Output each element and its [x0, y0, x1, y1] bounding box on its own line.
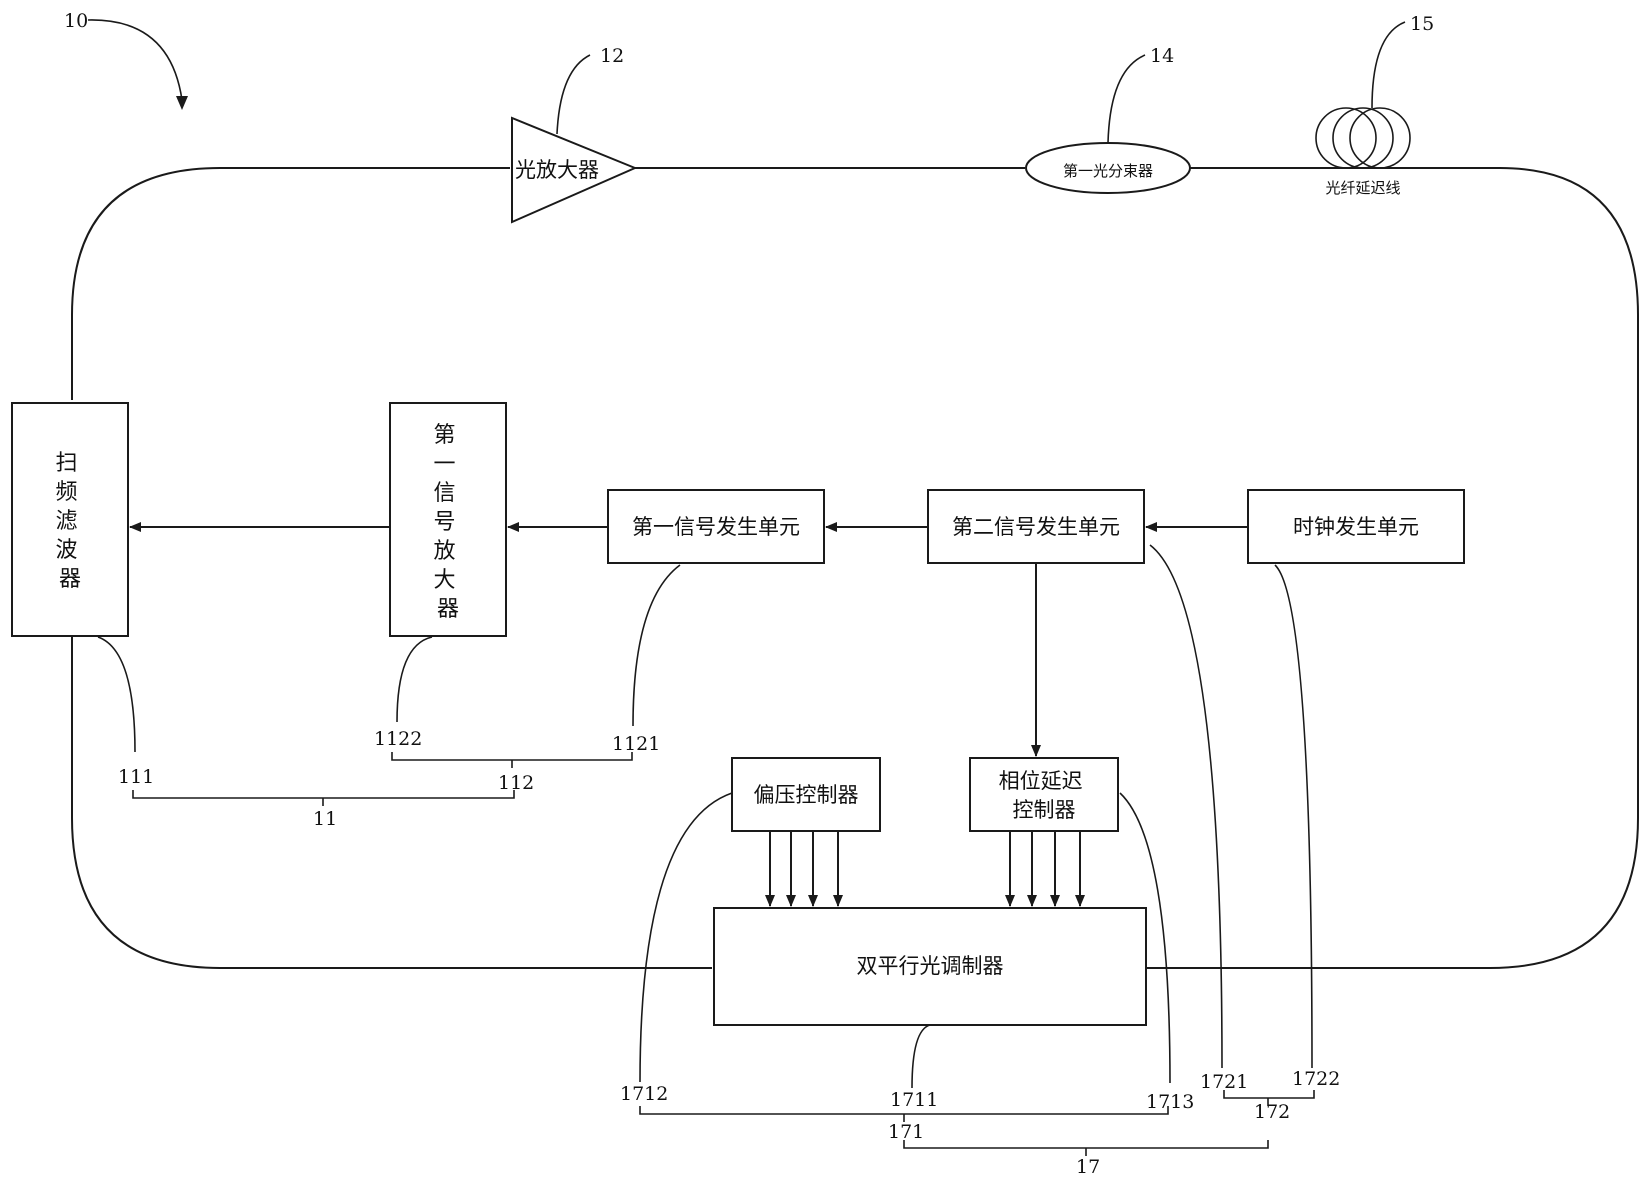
- dual-parallel-modulator-box: [713, 907, 1147, 1026]
- optical-splitter-label: 第一光分束器: [1063, 162, 1153, 180]
- sweep-filter-char: 滤: [55, 509, 77, 534]
- fiber-delay-coil-icon: [1315, 107, 1411, 169]
- fiber-delay-label: 光纤延迟线: [1325, 179, 1400, 197]
- ref-11: 11: [313, 808, 337, 830]
- sweep-filter-char: 扫: [55, 451, 77, 476]
- ref-1713: 1713: [1146, 1091, 1194, 1113]
- leader-1721: [1149, 544, 1223, 1069]
- first-signal-generator-label: 第一信号发生单元: [632, 515, 800, 539]
- first-signal-amplifier-char: 放: [433, 539, 455, 564]
- first-signal-amplifier-char: 器: [437, 597, 459, 622]
- leader-10: [87, 19, 183, 101]
- leader-111: [97, 636, 136, 753]
- ref-1712: 1712: [620, 1083, 668, 1105]
- leader-15: [1371, 21, 1406, 109]
- ref-12: 12: [600, 45, 624, 67]
- ref-112: 112: [498, 772, 534, 794]
- ref-1711: 1711: [890, 1089, 938, 1111]
- sweep-filter-box: [11, 402, 129, 637]
- ref-111: 111: [118, 766, 154, 788]
- leader-1722: [1274, 564, 1313, 1069]
- bracket-172: [1223, 1090, 1315, 1106]
- sweep-filter-char: 频: [55, 480, 77, 505]
- dual-parallel-modulator-label: 双平行光调制器: [857, 954, 1004, 978]
- ref-1721: 1721: [1200, 1071, 1248, 1093]
- optical-amplifier-label: 光放大器: [515, 158, 599, 182]
- bias-controller-label: 偏压控制器: [754, 783, 859, 807]
- first-signal-generator-box: [607, 489, 825, 564]
- second-signal-generator-label: 第二信号发生单元: [952, 515, 1120, 539]
- leader-10-arrowhead: [176, 96, 188, 110]
- first-signal-amplifier-char: 号: [433, 510, 455, 535]
- clock-generator-label: 时钟发生单元: [1293, 515, 1419, 539]
- first-signal-amplifier-box: [389, 402, 507, 637]
- leader-1122: [396, 636, 433, 723]
- bracket-17: [903, 1140, 1269, 1156]
- phase-delay-controller-label: 相位延迟 控制器: [999, 769, 1090, 822]
- bracket-112: [391, 752, 633, 768]
- phase-delay-label-line: 相位延迟: [999, 769, 1083, 793]
- first-signal-amplifier-char: 信: [433, 481, 455, 506]
- sweep-filter-char: 器: [59, 567, 81, 592]
- clock-generator-box: [1247, 489, 1465, 564]
- first-signal-amplifier-char: 一: [433, 452, 455, 477]
- bracket-171: [639, 1106, 1169, 1122]
- optical-loop: [71, 167, 1639, 969]
- leader-14: [1107, 54, 1146, 144]
- second-signal-generator-box: [927, 489, 1145, 564]
- first-signal-amplifier-char: 大: [433, 568, 455, 593]
- ref-17: 17: [1076, 1156, 1100, 1178]
- sweep-filter-char: 波: [55, 538, 77, 563]
- bias-controller-box: [731, 757, 881, 832]
- ref-15: 15: [1410, 13, 1434, 35]
- ref-1722: 1722: [1292, 1068, 1340, 1090]
- phase-delay-controller-box: [969, 757, 1119, 832]
- ref-14: 14: [1150, 45, 1174, 67]
- optical-amplifier-triangle: [511, 116, 638, 224]
- ref-1121: 1121: [612, 733, 660, 755]
- leader-1711: [911, 1024, 931, 1089]
- bracket-11: [132, 790, 515, 806]
- leader-1712: [639, 792, 733, 1083]
- leader-1713: [1119, 792, 1171, 1084]
- ref-172: 172: [1254, 1101, 1290, 1123]
- phase-delay-label-line: 控制器: [1013, 798, 1076, 822]
- first-signal-amplifier-char: 第: [433, 423, 455, 448]
- leader-12: [556, 54, 591, 135]
- ref-10: 10: [64, 10, 88, 32]
- ref-1122: 1122: [374, 728, 422, 750]
- ref-171: 171: [888, 1121, 924, 1143]
- leader-1121: [632, 564, 681, 727]
- first-signal-amplifier-label: 第 一 信 号 放 大 器: [433, 423, 462, 622]
- sweep-filter-label: 扫 频 滤 波 器: [55, 451, 84, 592]
